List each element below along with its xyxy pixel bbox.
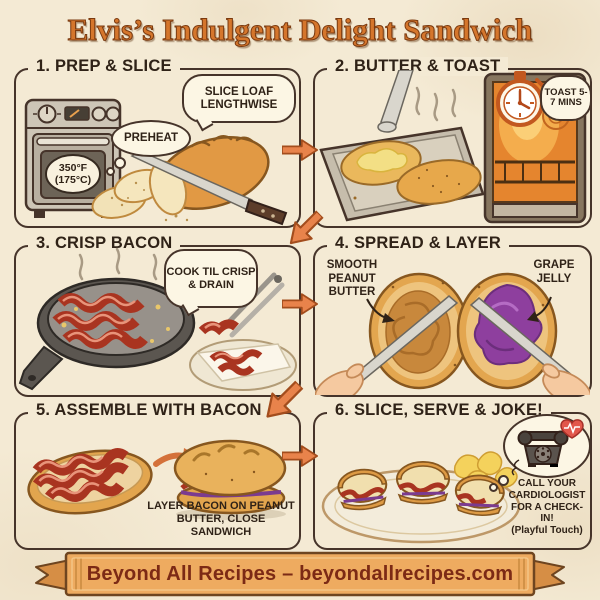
panel-slice-serve: 6. SLICE, SERVE & JOKE! xyxy=(313,401,592,550)
step2-label: 2. BUTTER & TOAST xyxy=(327,57,509,76)
steam-icon xyxy=(415,86,457,122)
toast-time-bubble: TOAST 5-7 MINS xyxy=(540,75,592,121)
step6-label: 6. SLICE, SERVE & JOKE! xyxy=(327,401,551,420)
sandwich-slice-icon xyxy=(337,468,388,511)
slice-bubble-text: SLICE LOAF LENGTHWISE xyxy=(200,85,278,111)
cook-bubble-text: COOK TIL CRISP & DRAIN xyxy=(166,266,256,291)
step3-label: 3. CRISP BACON xyxy=(28,234,181,253)
joke-thought-bubble xyxy=(503,414,591,478)
joke-caption-text: CALL YOUR CARDIOLOGIST FOR A CHECK-IN! xyxy=(508,478,586,525)
crisp-bacon-illustration xyxy=(18,247,297,391)
panel-assemble: 5. ASSEMBLE WITH BACON xyxy=(14,401,301,550)
bacon-strips xyxy=(52,293,148,349)
footer-banner: Beyond All Recipes – beyondallrecipes.co… xyxy=(30,550,570,598)
tongs-icon xyxy=(198,272,285,338)
bacon-open-sandwich-icon xyxy=(27,448,153,515)
preheat-thought-bubble: PREHEAT xyxy=(111,120,191,157)
panel-spread-layer: 4. SPREAD & LAYER xyxy=(313,234,592,397)
bread-knife-icon xyxy=(130,150,288,226)
bacon-pile xyxy=(32,448,129,502)
footer-text: Beyond All Recipes – beyondallrecipes.co… xyxy=(86,562,514,585)
prep-slice-illustration xyxy=(24,98,288,226)
joke-caption-note: (Playful Touch) xyxy=(511,525,583,537)
slice-speech-bubble: SLICE LOAF LENGTHWISE xyxy=(182,74,296,132)
panel-butter-toast: 2. BUTTER & TOAST xyxy=(313,57,592,228)
spread-layer-illustration xyxy=(315,272,590,395)
thought-dot xyxy=(114,157,126,169)
grape-jelly-label: GRAPE JELLY xyxy=(533,259,575,285)
oven-temp-f: 350°F xyxy=(58,162,88,174)
closed-sandwich-icon xyxy=(173,439,287,520)
phone-heart-graphic xyxy=(511,419,584,476)
arrow-step3-to-step4 xyxy=(282,292,318,316)
steam-icon xyxy=(78,247,158,281)
heartbeat-icon xyxy=(560,419,584,439)
step1-label: 1. PREP & SLICE xyxy=(28,57,180,76)
step4-label: 4. SPREAD & LAYER xyxy=(327,234,509,253)
page-title: Elvis’s Indulgent Delight Sandwich xyxy=(67,12,533,48)
arrow-step1-to-step2 xyxy=(282,138,318,162)
joke-caption: CALL YOUR CARDIOLOGIST FOR A CHECK-IN! (… xyxy=(505,478,589,537)
left-hand-icon xyxy=(315,363,365,395)
butter-toast-illustration xyxy=(319,70,587,224)
assemble-caption: LAYER BACON ON PEANUT BUTTER, CLOSE SAND… xyxy=(147,500,295,538)
arrow-step5-to-step6 xyxy=(282,444,318,468)
cook-speech-bubble: COOK TIL CRISP & DRAIN xyxy=(164,249,258,317)
thought-dot xyxy=(489,483,498,492)
ribbon-graphic xyxy=(35,551,565,597)
oven-temperature: 350°F (175°C) xyxy=(45,162,101,186)
panel-prep-slice: 1. PREP & SLICE xyxy=(14,57,301,228)
step5-label: 5. ASSEMBLE WITH BACON xyxy=(28,401,270,420)
preheat-text: PREHEAT xyxy=(123,132,179,145)
skillet-icon xyxy=(18,277,196,391)
toast-time-text: TOAST 5-7 MINS xyxy=(544,86,588,108)
toast-speckles xyxy=(417,168,461,194)
panel-crisp-bacon: 3. CRISP BACON xyxy=(14,234,301,397)
sandwich-slice-icon xyxy=(396,461,450,505)
butter-knife-icon xyxy=(377,70,414,133)
rotary-phone-icon xyxy=(511,430,569,476)
buttered-bread-icon xyxy=(340,140,482,205)
oven-temp-c: (175°C) xyxy=(54,174,92,187)
bacon-plate-icon xyxy=(189,339,297,391)
assemble-illustration xyxy=(27,439,287,520)
arrow-step4-to-step5 xyxy=(260,378,306,424)
stopwatch-icon xyxy=(496,71,545,127)
right-hand-icon xyxy=(541,363,590,395)
bread-loaf-icon xyxy=(91,135,270,222)
oven-icon xyxy=(24,98,122,218)
peanut-butter-label: SMOOTH PEANUT BUTTER xyxy=(326,259,378,299)
thought-dot xyxy=(498,475,509,486)
thought-dot xyxy=(106,167,115,176)
arrow-step2-to-step3 xyxy=(284,208,326,250)
label-arrows xyxy=(366,296,552,323)
